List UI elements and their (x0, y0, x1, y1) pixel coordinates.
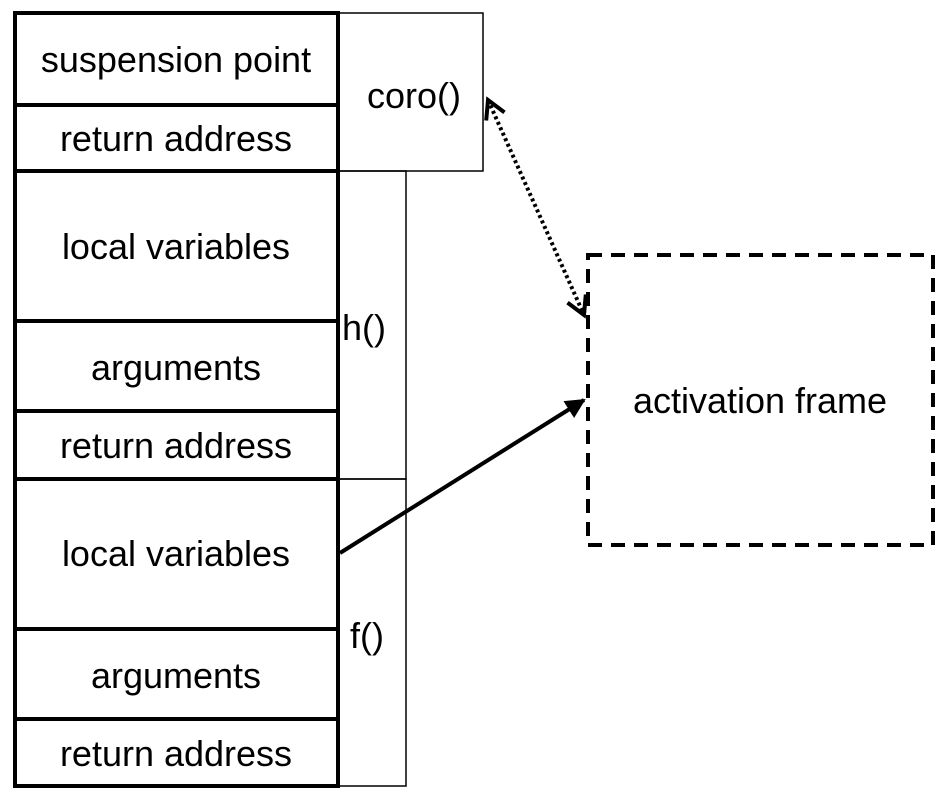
stack-cell (13, 319, 340, 413)
stack-cell-label: arguments (91, 655, 261, 696)
stack-cell (13, 11, 340, 107)
stack-cell (13, 717, 340, 788)
stack-cell (13, 169, 340, 323)
coro-frame-label: coro() (367, 75, 461, 116)
activation-frame-label: activation frame (633, 380, 887, 421)
stack-cell-label: arguments (91, 347, 261, 388)
stack-cell-label: return address (60, 733, 292, 774)
f-frame-label: f() (350, 615, 384, 656)
call-stack: suspension point return address local va… (13, 11, 340, 788)
stack-cell-label: return address (60, 118, 292, 159)
activation-frame-box (586, 253, 935, 547)
stack-cell (13, 627, 340, 721)
stack-cell-label: local variables (62, 226, 290, 267)
stack-cell (13, 409, 340, 481)
stack-cell (13, 477, 340, 631)
coroutine-link-arrow (488, 100, 584, 315)
stack-cell-label: return address (60, 425, 292, 466)
pointer-arrow (338, 398, 586, 555)
h-frame-label: h() (342, 307, 386, 348)
stack-cell-label: local variables (62, 533, 290, 574)
stack-cell-label: suspension point (41, 39, 311, 80)
